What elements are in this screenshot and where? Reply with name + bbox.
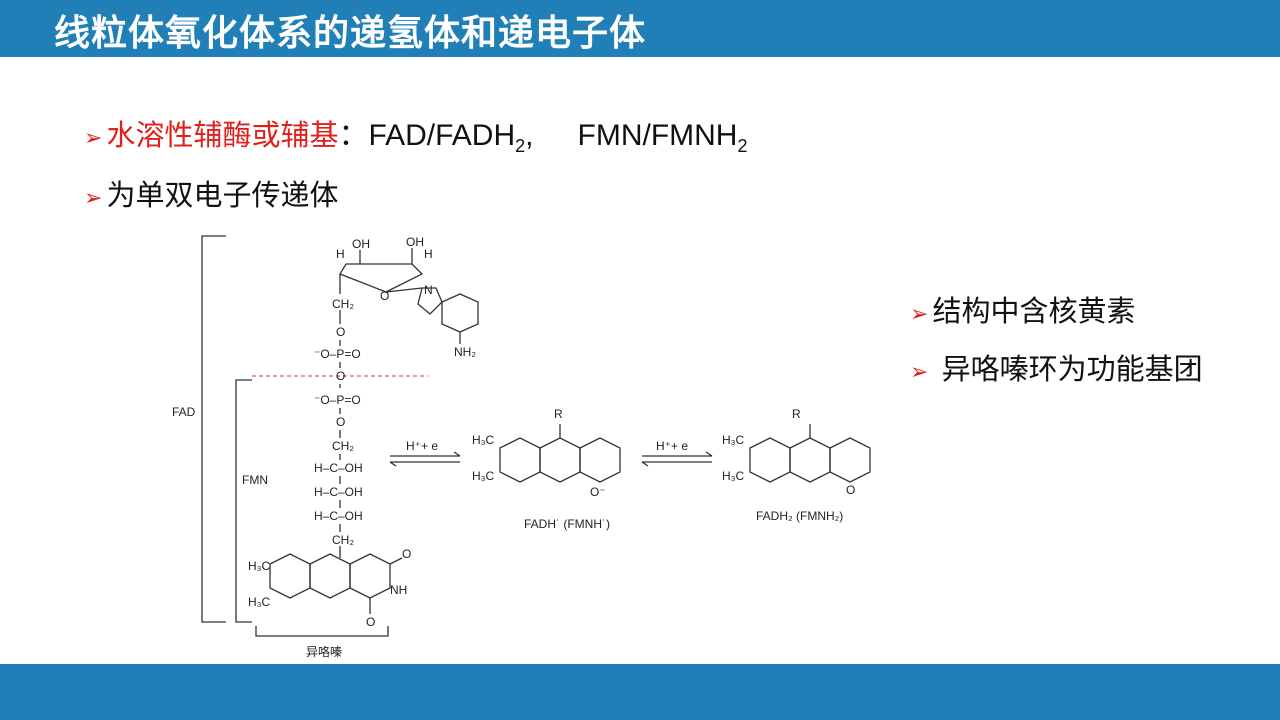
isoalloxazine-benzene [269, 553, 311, 599]
o-1: O [336, 325, 345, 339]
bullet-carrier: ➢为单双电子传递体 [84, 172, 338, 214]
fadh-radical-label: FADH˙ (FMNH˙) [524, 517, 610, 531]
ribose-ring [339, 263, 424, 293]
ribose-oh-1: OH [352, 237, 370, 251]
fad-formula: ：FAD/FADH2, [338, 119, 534, 156]
radical-benzene [499, 437, 541, 483]
fmn-formula: FMN/FMNH2 [577, 119, 748, 156]
radical-h3c-1: H₃C [472, 433, 495, 447]
radical-r: R [554, 407, 563, 421]
ribose-h-1: H [336, 247, 345, 261]
choh-1: H–C–OH [314, 461, 363, 475]
isoalloxazine-bracket [255, 626, 389, 637]
fmn-bracket [235, 379, 252, 623]
radical-pyrazine [539, 437, 581, 483]
bullet-text: 为单双电子传递体 [106, 178, 339, 212]
carbonyl-o-1: O [402, 547, 411, 561]
radical-pyrimidine [579, 437, 621, 483]
isoalloxazine-pyrimidine [349, 553, 391, 599]
adenine-n: N [424, 283, 433, 297]
ch2-2: CH₂ [332, 439, 354, 453]
choh-2: H–C–OH [314, 485, 363, 499]
adenine-imidazole [417, 287, 443, 315]
reduced-benzene [749, 437, 791, 483]
carbonyl-o-2: O [366, 615, 375, 629]
ribose-h-2: H [424, 247, 433, 261]
bullet-arrow-icon: ➢ [84, 186, 103, 211]
phosphate-2: ⁻O–P=O [314, 393, 361, 407]
fmn-label: FMN [242, 473, 268, 487]
imide-nh: NH [390, 583, 407, 597]
structure-svg: FAD FMN 异咯嗪 OH OH H H O N NH₂ CH₂ O ⁻O–P… [172, 235, 871, 659]
reduced-h3c-1: H₃C [722, 433, 745, 447]
h3c-2: H₃C [248, 595, 271, 609]
footer-bar [0, 664, 1280, 720]
reduced-h3c-2: H₃C [722, 469, 745, 483]
bullet-arrow-icon: ➢ [910, 302, 929, 327]
bullet-arrow-icon: ➢ [84, 126, 103, 151]
bullet-arrow-icon: ➢ [910, 360, 929, 385]
isoalloxazine-pyrazine [309, 553, 351, 599]
o-2: O [336, 369, 345, 383]
ch2-3: CH₂ [332, 533, 354, 547]
reduced-o: O [846, 483, 855, 497]
reaction-label-2: H⁺+ e [656, 439, 688, 453]
fad-structure-diagram: FAD FMN 异咯嗪 OH OH H H O N NH₂ CH₂ O ⁻O–P… [160, 228, 880, 664]
ribose-oh-2: OH [406, 235, 424, 249]
fad-label: FAD [172, 405, 196, 419]
o-3: O [336, 415, 345, 429]
reduced-r: R [792, 407, 801, 421]
phosphate-1: ⁻O–P=O [314, 347, 361, 361]
reduced-pyrazine [789, 437, 831, 483]
adenine-nh2: NH₂ [454, 345, 476, 359]
reduced-pyrimidine [829, 437, 871, 483]
bullet-highlight: 水溶性辅酶或辅基 [106, 118, 339, 152]
title-bar [0, 0, 1280, 57]
reaction-label-1: H⁺+ e [406, 439, 438, 453]
choh-3: H–C–OH [314, 509, 363, 523]
ribose-o: O [380, 289, 389, 303]
note-isoalloxazine: ➢ 异咯嗪环为功能基团 [910, 352, 1203, 386]
radical-o-minus: O⁻ [590, 485, 606, 499]
fad-bracket [201, 235, 226, 623]
radical-h3c-2: H₃C [472, 469, 495, 483]
ch2-1: CH₂ [332, 297, 354, 311]
adenine-pyrimidine [441, 293, 479, 333]
slide-title: 线粒体氧化体系的递氢体和递电子体 [54, 13, 647, 54]
fadh2-label: FADH₂ (FMNH₂) [756, 509, 843, 523]
note-riboflavin: ➢结构中含核黄素 [910, 294, 1136, 328]
isoalloxazine-label: 异咯嗪 [306, 644, 342, 659]
bullet-coenzymes: ➢水溶性辅酶或辅基：FAD/FADH2, FMN/FMNH2 [84, 110, 748, 157]
h3c-1: H₃C [248, 559, 271, 573]
